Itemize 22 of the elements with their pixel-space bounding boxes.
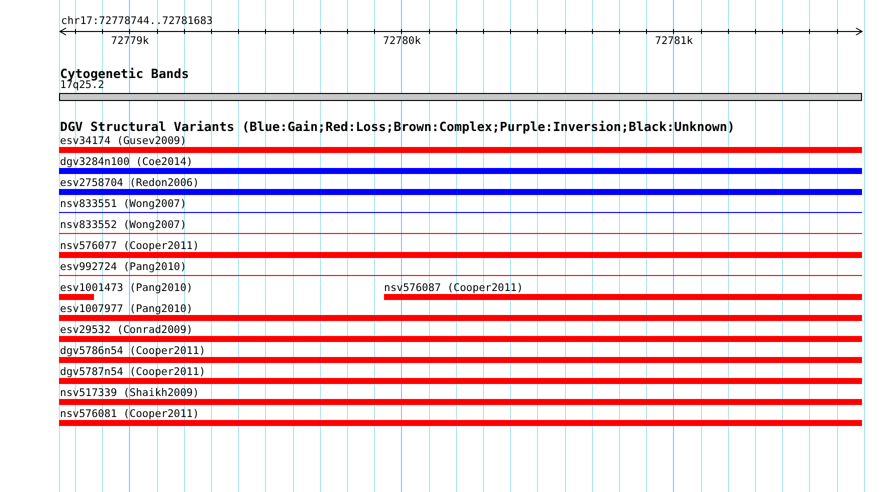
variant-label: dgv3284n100 (Coe2014): [60, 156, 193, 168]
variant-label: dgv5787n54 (Cooper2011): [60, 366, 206, 378]
track-title: DGV Structural Variants (Blue:Gain;Red:Loss;Brown:Complex;Purple:Inversion;Black:Unknown): [60, 120, 735, 134]
variant-label: esv2758704 (Redon2006): [60, 177, 200, 189]
coordinate-range: chr17:72778744..72781683: [61, 15, 213, 27]
variant-label: nsv576087 (Cooper2011): [384, 282, 524, 294]
variant-label: nsv833551 (Wong2007): [60, 198, 186, 210]
scale-tick-label: 72779k: [111, 35, 149, 47]
variant-label: nsv833552 (Wong2007): [60, 219, 186, 231]
variant-label: esv1001473 (Pang2010): [60, 282, 193, 294]
variant-label: dgv5786n54 (Cooper2011): [60, 345, 206, 357]
variant-label: nsv576077 (Cooper2011): [60, 240, 200, 252]
scale-tick-label: 72780k: [383, 35, 421, 47]
track-title: Cytogenetic Bands: [60, 67, 189, 81]
variant-label: esv1007977 (Pang2010): [60, 303, 193, 315]
variant-label: esv34174 (Gusev2009): [60, 135, 186, 147]
scale-tick-label: 72781k: [655, 35, 693, 47]
variant-label: nsv576081 (Cooper2011): [60, 408, 200, 420]
band-label: 17q25.2: [60, 79, 104, 91]
variant-label: nsv517339 (Shaikh2009): [60, 387, 200, 399]
variant-label: esv29532 (Conrad2009): [60, 324, 193, 336]
variant-label: esv992724 (Pang2010): [60, 261, 186, 273]
